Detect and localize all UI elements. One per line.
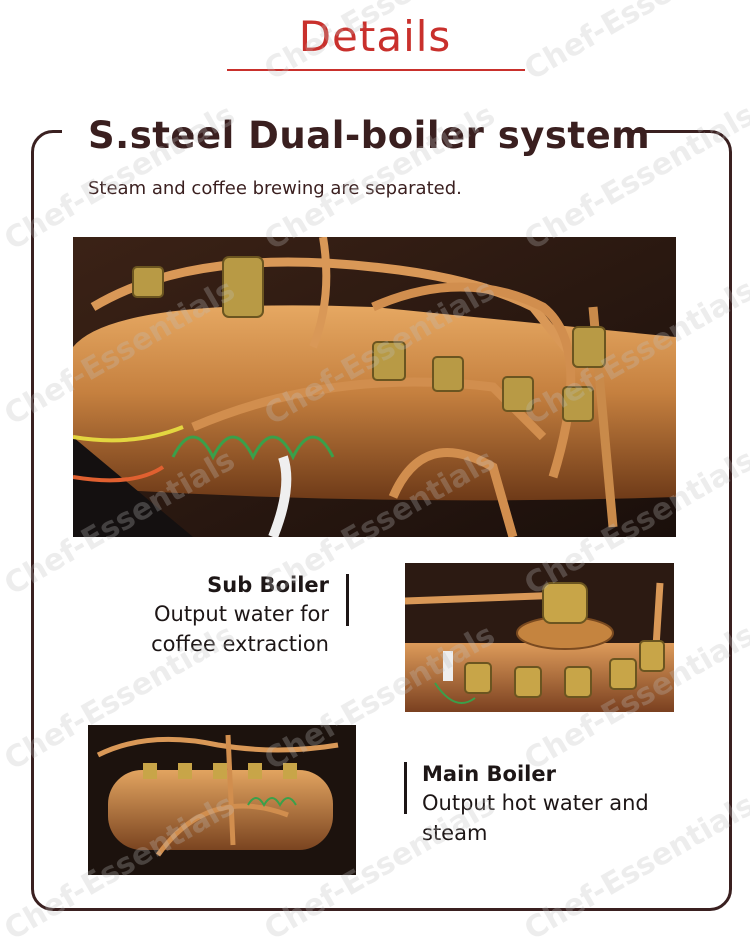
sub-boiler-description-line1: Output water for: [153, 602, 329, 626]
sub-boiler-accent-bar: [346, 574, 349, 626]
section-title: S.steel Dual-boiler system: [88, 114, 651, 157]
section-subtitle: Steam and coffee brewing are separated.: [88, 178, 462, 199]
heading-underline: [227, 69, 525, 71]
main-boiler-caption: Main Boiler Output hot water and steam: [422, 760, 649, 848]
main-boiler-description-line2: steam: [422, 821, 488, 845]
page-heading: Details: [298, 12, 452, 61]
main-boiler-title: Main Boiler: [422, 762, 556, 786]
main-boiler-photo: [88, 725, 356, 875]
sub-boiler-photo: [405, 563, 674, 712]
main-boiler-accent-bar: [404, 762, 407, 814]
dual-boiler-photo: [73, 237, 676, 537]
frame-title-gap: [62, 118, 632, 144]
sub-boiler-description-line2: coffee extraction: [151, 632, 329, 656]
main-boiler-description-line1: Output hot water and: [422, 791, 649, 815]
sub-boiler-caption: Sub Boiler Output water for coffee extra…: [151, 571, 329, 659]
sub-boiler-title: Sub Boiler: [207, 573, 329, 597]
